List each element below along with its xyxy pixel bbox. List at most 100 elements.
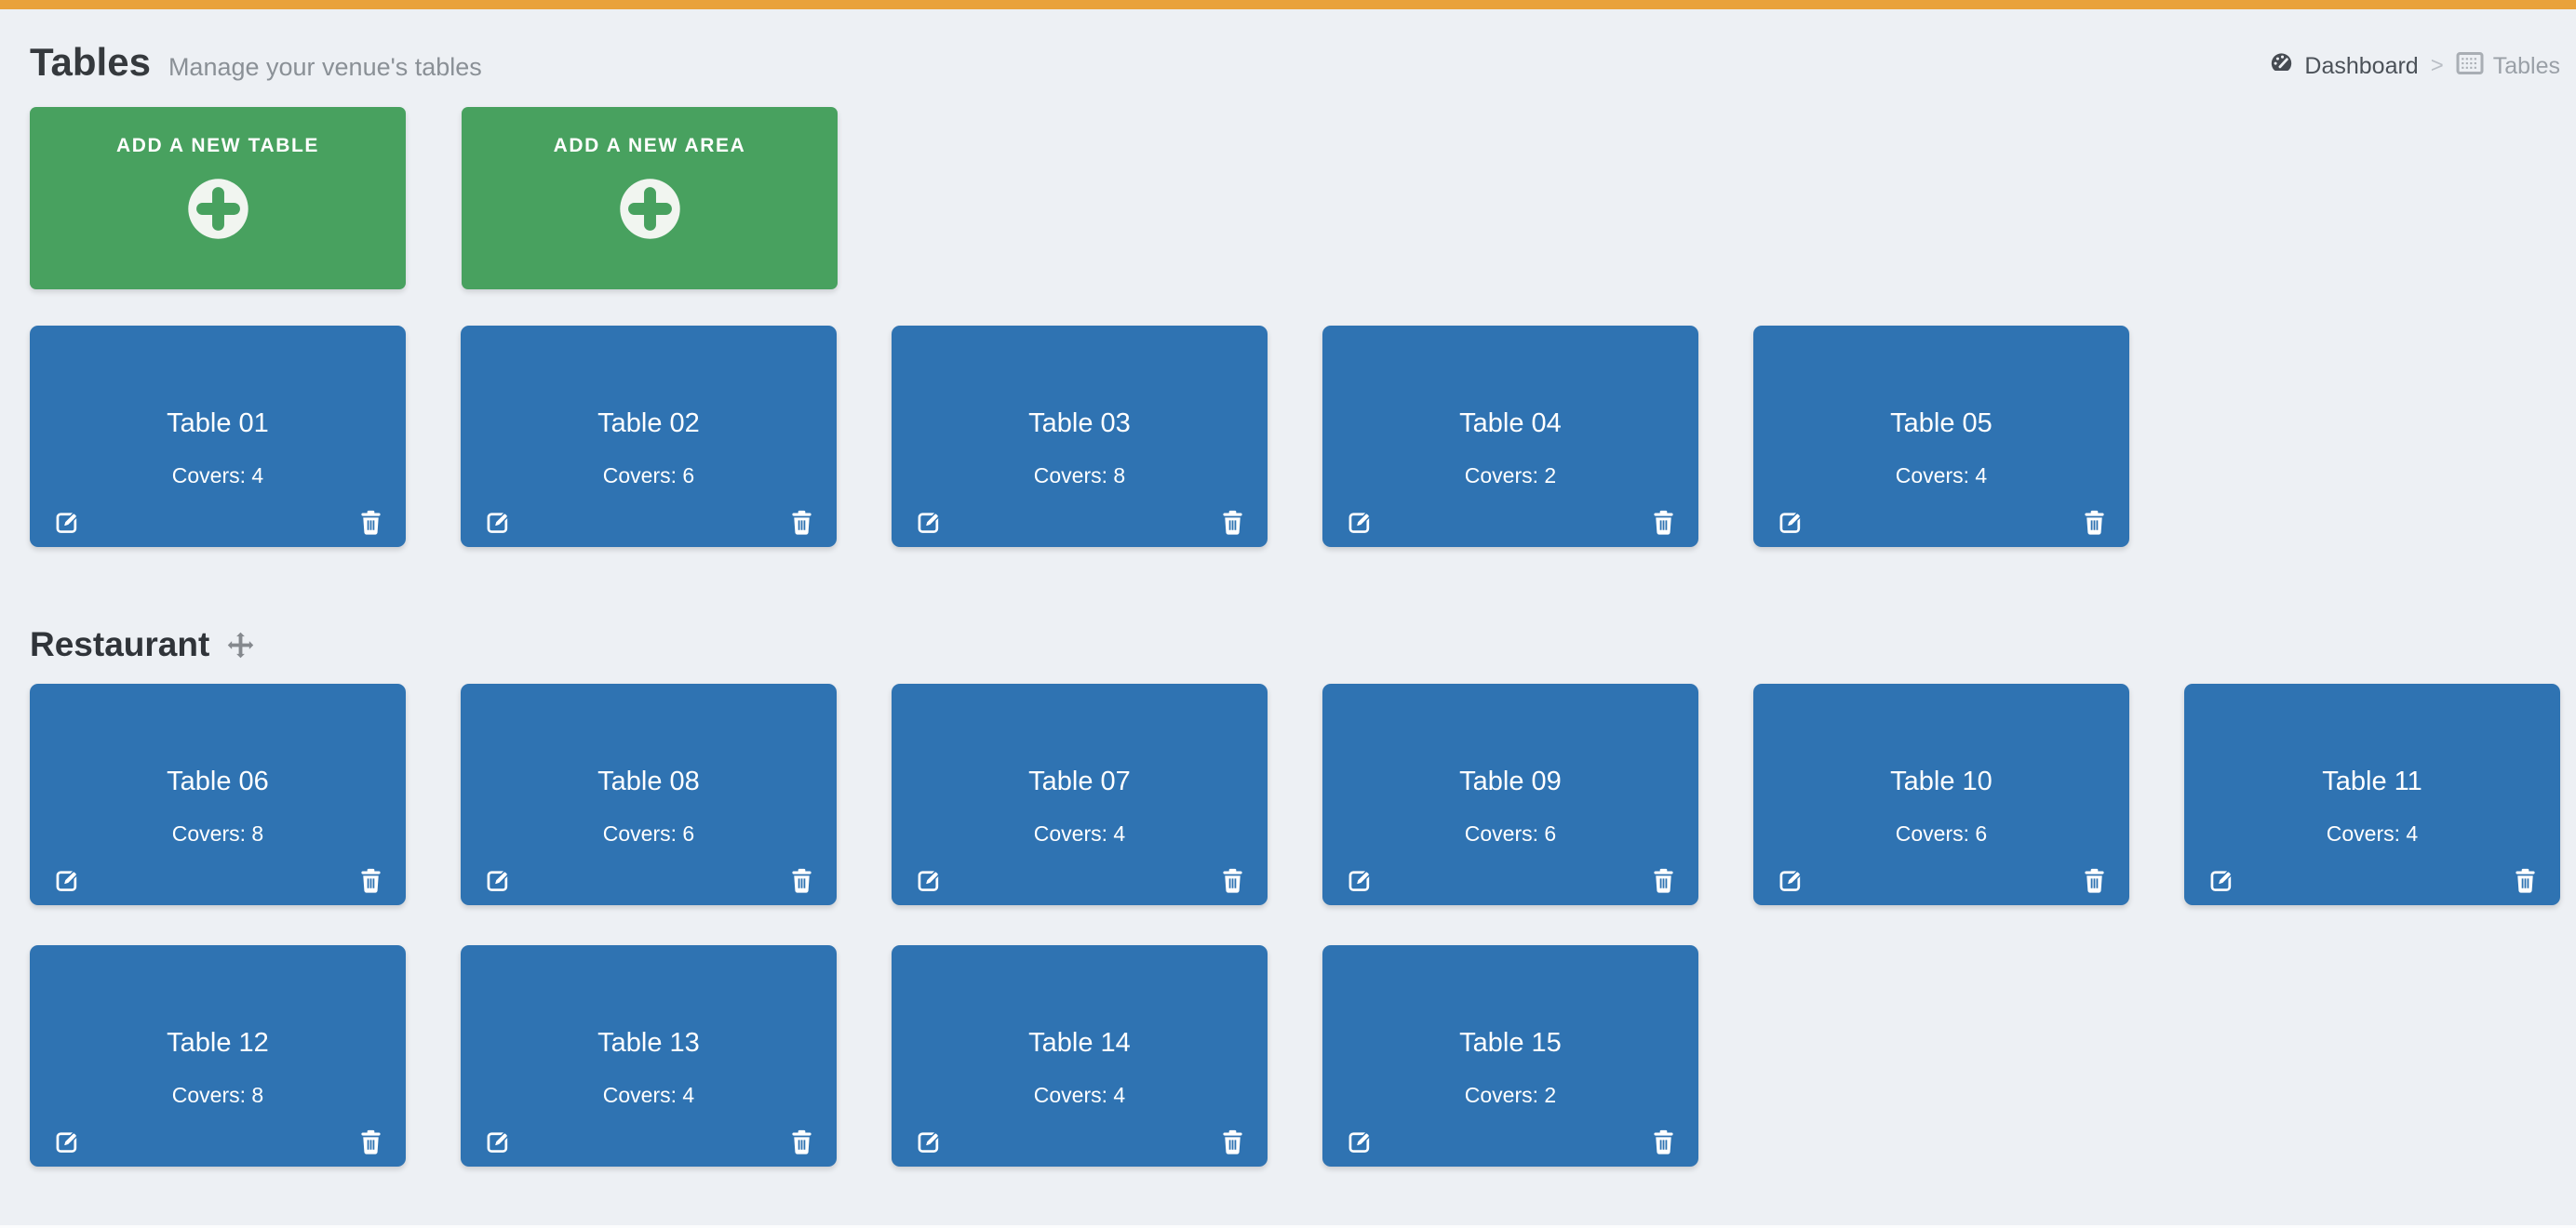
table-card-title: Table 10: [1890, 767, 1992, 796]
edit-pencil-square-icon[interactable]: [1345, 1128, 1374, 1156]
trash-icon[interactable]: [1651, 509, 1676, 537]
tables-grid: Table 01 Covers: 4 Table 02 Covers: 6: [30, 326, 2560, 547]
edit-pencil-square-icon[interactable]: [914, 866, 943, 895]
table-card-covers: Covers: 2: [1464, 463, 1557, 487]
bottom-strip: [0, 1225, 2576, 1228]
edit-pencil-square-icon[interactable]: [914, 1128, 943, 1156]
trash-icon[interactable]: [2082, 509, 2107, 537]
ungrouped-tables-section: Table 01 Covers: 4 Table 02 Covers: 6: [30, 326, 2560, 547]
table-card-covers: Covers: 4: [1895, 463, 1988, 487]
edit-pencil-square-icon[interactable]: [1776, 866, 1805, 895]
table-card-title: Table 05: [1890, 408, 1992, 438]
add-area-button[interactable]: ADD A NEW AREA: [462, 107, 838, 289]
trash-icon[interactable]: [789, 867, 814, 895]
table-card-title: Table 06: [167, 767, 269, 796]
table-card-title: Table 03: [1028, 408, 1131, 438]
edit-pencil-square-icon[interactable]: [483, 1128, 512, 1156]
trash-icon[interactable]: [1220, 509, 1245, 537]
tables-grid: Table 06 Covers: 8 Table 08 Covers: 6: [30, 684, 2560, 1167]
group-title: Restaurant: [30, 625, 210, 663]
trash-icon[interactable]: [1651, 1128, 1676, 1156]
table-card-actions: [914, 866, 1245, 895]
table-card[interactable]: Table 11 Covers: 4: [2184, 684, 2560, 905]
table-card[interactable]: Table 08 Covers: 6: [461, 684, 837, 905]
breadcrumb: Dashboard > Tables: [2268, 50, 2560, 82]
trash-icon[interactable]: [358, 1128, 383, 1156]
dashboard-gauge-icon: [2268, 50, 2295, 82]
group-header: Restaurant: [30, 625, 2560, 664]
table-card-covers: Covers: 4: [2326, 821, 2419, 846]
trash-icon[interactable]: [789, 509, 814, 537]
table-card-covers: Covers: 2: [1464, 1083, 1557, 1107]
move-arrows-icon[interactable]: [225, 630, 256, 661]
table-card[interactable]: Table 12 Covers: 8: [30, 945, 406, 1167]
add-table-button[interactable]: ADD A NEW TABLE: [30, 107, 406, 289]
table-card-actions: [1345, 508, 1676, 537]
table-card-actions: [914, 1128, 1245, 1156]
edit-pencil-square-icon[interactable]: [52, 866, 81, 895]
table-card[interactable]: Table 04 Covers: 2: [1322, 326, 1698, 547]
table-card-covers: Covers: 6: [602, 463, 695, 487]
table-card[interactable]: Table 15 Covers: 2: [1322, 945, 1698, 1167]
table-card-covers: Covers: 4: [1033, 821, 1126, 846]
table-card-title: Table 02: [597, 408, 700, 438]
breadcrumb-tables: Tables: [2456, 51, 2560, 82]
table-card[interactable]: Table 09 Covers: 6: [1322, 684, 1698, 905]
breadcrumb-dashboard[interactable]: Dashboard: [2268, 50, 2419, 82]
table-card-actions: [52, 1128, 383, 1156]
table-card[interactable]: Table 14 Covers: 4: [892, 945, 1268, 1167]
table-card-title: Table 15: [1459, 1028, 1562, 1058]
table-card[interactable]: Table 10 Covers: 6: [1753, 684, 2129, 905]
table-card[interactable]: Table 03 Covers: 8: [892, 326, 1268, 547]
table-card-title: Table 11: [2322, 767, 2422, 796]
table-card-covers: Covers: 4: [602, 1083, 695, 1107]
trash-icon[interactable]: [1220, 1128, 1245, 1156]
edit-pencil-square-icon[interactable]: [483, 508, 512, 537]
tables-page: Tables Manage your venue's tables Dashbo…: [0, 9, 2576, 1167]
trash-icon[interactable]: [1220, 867, 1245, 895]
table-card-title: Table 01: [167, 408, 269, 438]
table-card-title: Table 12: [167, 1028, 269, 1058]
edit-pencil-square-icon[interactable]: [1776, 508, 1805, 537]
edit-pencil-square-icon[interactable]: [1345, 508, 1374, 537]
table-card-actions: [483, 1128, 814, 1156]
table-card-actions: [483, 866, 814, 895]
edit-pencil-square-icon[interactable]: [52, 1128, 81, 1156]
table-card-actions: [1345, 1128, 1676, 1156]
trash-icon[interactable]: [358, 867, 383, 895]
table-card-title: Table 07: [1028, 767, 1131, 796]
table-card-covers: Covers: 4: [171, 463, 264, 487]
table-card[interactable]: Table 02 Covers: 6: [461, 326, 837, 547]
table-card[interactable]: Table 01 Covers: 4: [30, 326, 406, 547]
table-card-title: Table 04: [1459, 408, 1562, 438]
trash-icon[interactable]: [1651, 867, 1676, 895]
edit-pencil-square-icon[interactable]: [483, 866, 512, 895]
title-wrap: Tables Manage your venue's tables: [30, 39, 482, 86]
table-card-title: Table 08: [597, 767, 700, 796]
top-accent-bar: [0, 0, 2576, 9]
table-card-covers: Covers: 6: [602, 821, 695, 846]
page-subtitle: Manage your venue's tables: [168, 53, 482, 81]
add-area-label: ADD A NEW AREA: [553, 135, 746, 156]
trash-icon[interactable]: [358, 509, 383, 537]
edit-pencil-square-icon[interactable]: [2207, 866, 2235, 895]
trash-icon[interactable]: [2082, 867, 2107, 895]
table-card-covers: Covers: 8: [171, 821, 264, 846]
trash-icon[interactable]: [2513, 867, 2538, 895]
add-table-label: ADD A NEW TABLE: [115, 135, 320, 156]
table-card-title: Table 09: [1459, 767, 1562, 796]
table-card-actions: [52, 866, 383, 895]
edit-pencil-square-icon[interactable]: [52, 508, 81, 537]
actions-row: ADD A NEW TABLE ADD A NEW AREA: [30, 107, 2560, 289]
edit-pencil-square-icon[interactable]: [914, 508, 943, 537]
table-card[interactable]: Table 13 Covers: 4: [461, 945, 837, 1167]
table-card-title: Table 13: [597, 1028, 700, 1058]
table-card[interactable]: Table 07 Covers: 4: [892, 684, 1268, 905]
table-card[interactable]: Table 05 Covers: 4: [1753, 326, 2129, 547]
trash-icon[interactable]: [789, 1128, 814, 1156]
breadcrumb-dashboard-label: Dashboard: [2304, 52, 2419, 79]
table-card-covers: Covers: 8: [171, 1083, 264, 1107]
edit-pencil-square-icon[interactable]: [1345, 866, 1374, 895]
table-card[interactable]: Table 06 Covers: 8: [30, 684, 406, 905]
page-header: Tables Manage your venue's tables Dashbo…: [30, 39, 2560, 86]
